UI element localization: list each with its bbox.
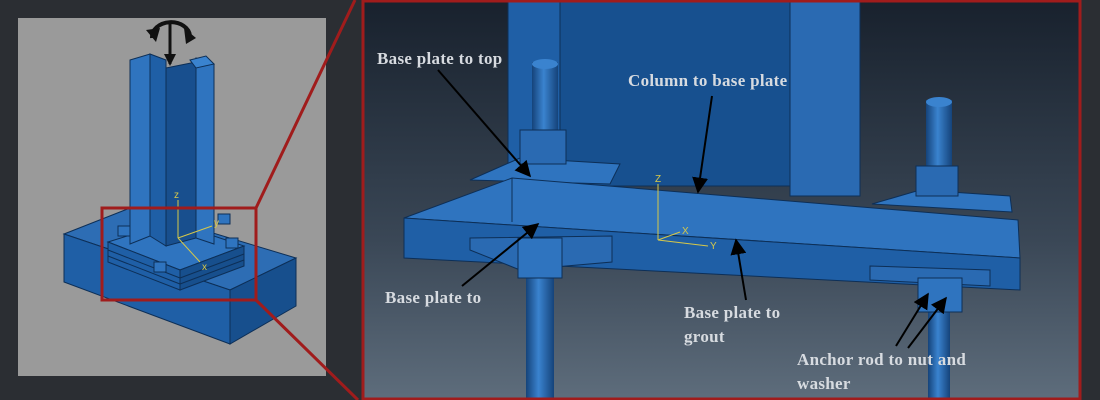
label-base-plate-to-top: Base plate to top — [377, 49, 503, 68]
zoom-connector-lines — [254, 0, 360, 400]
overview-panel: z y x — [18, 18, 326, 376]
detail-axis-x: X — [682, 226, 689, 237]
label-base-plate-to: Base plate to — [385, 288, 482, 307]
overview-axis-x: x — [202, 262, 207, 273]
zoom-highlight-box — [100, 206, 258, 302]
overview-anchor-nuts — [117, 213, 239, 273]
detail-axis-z: Z — [655, 174, 661, 185]
detail-axis-triad: Z X Y — [655, 174, 717, 252]
moment-load-icon — [146, 20, 196, 66]
overview-column — [129, 53, 215, 247]
label-column-to-base-plate: Column to base plate — [628, 71, 788, 90]
arrow-base-plate-to-top — [437, 69, 532, 178]
overview-axis-z: z — [174, 190, 179, 201]
detail-base-plate — [403, 177, 1021, 291]
detail-frame — [361, 0, 1082, 400]
detail-panel: Z X Y — [361, 0, 1082, 400]
arrow-anchor-rod-2 — [907, 296, 947, 349]
overview-axis-y: y — [214, 218, 219, 229]
overview-axis-triad: z y x — [174, 190, 219, 273]
arrow-base-plate-to-grout — [730, 238, 747, 301]
label-arrows — [437, 69, 947, 349]
arrow-column-to-base-plate — [692, 95, 713, 194]
detail-axis-y: Y — [710, 241, 717, 252]
detail-anchor-rods — [526, 59, 952, 400]
arrow-base-plate-to — [461, 222, 540, 287]
detail-top-washers — [469, 129, 1013, 213]
label-anchor-rod-to-nut-and-washer: Anchor rod to nut and washer — [797, 350, 967, 393]
arrow-anchor-rod-1 — [895, 292, 929, 347]
label-base-plate-to-grout: Base plate to grout — [684, 303, 781, 346]
